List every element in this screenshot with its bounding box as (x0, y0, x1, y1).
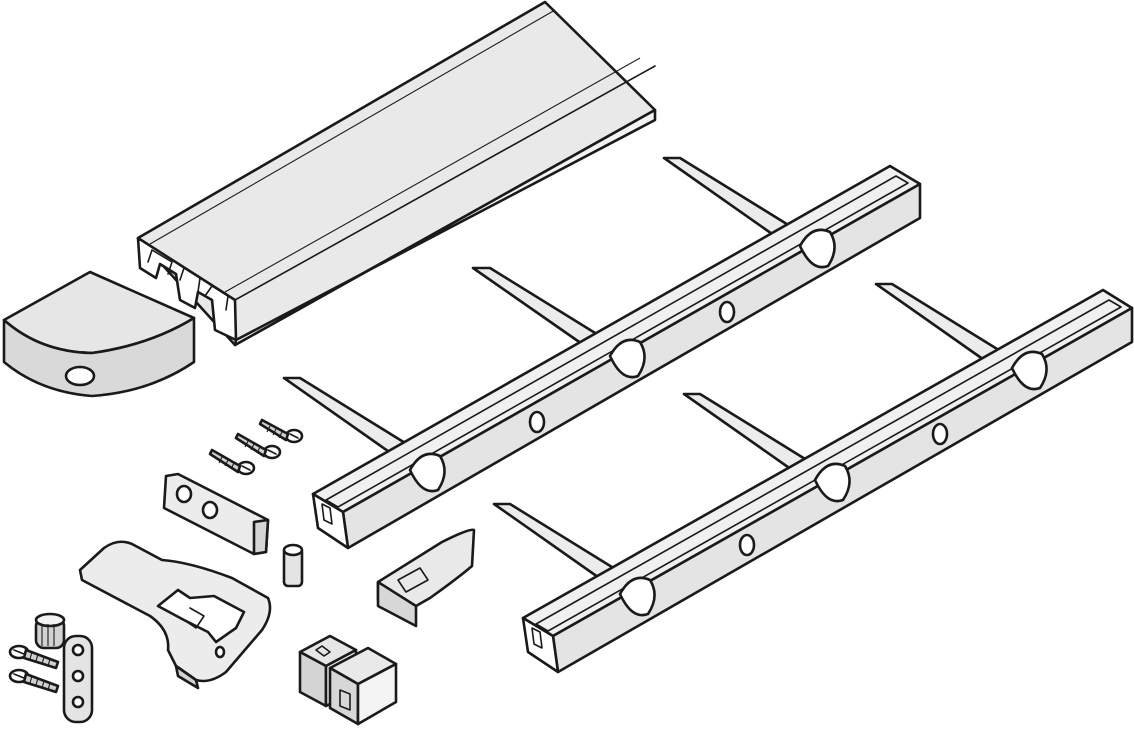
guide-rail-upper (282, 156, 922, 550)
bracket (78, 540, 272, 690)
guide-rail-lower (492, 282, 1134, 674)
connector-block (298, 634, 398, 726)
stopper-clip (376, 528, 476, 628)
end-cap (2, 270, 196, 398)
wood-screws (8, 644, 60, 694)
mounting-screws (208, 418, 304, 476)
hinge-pin-plate (34, 612, 94, 724)
dowel-pin (282, 543, 304, 588)
top-profile-rail (136, 0, 657, 347)
mounting-plate (162, 472, 270, 556)
